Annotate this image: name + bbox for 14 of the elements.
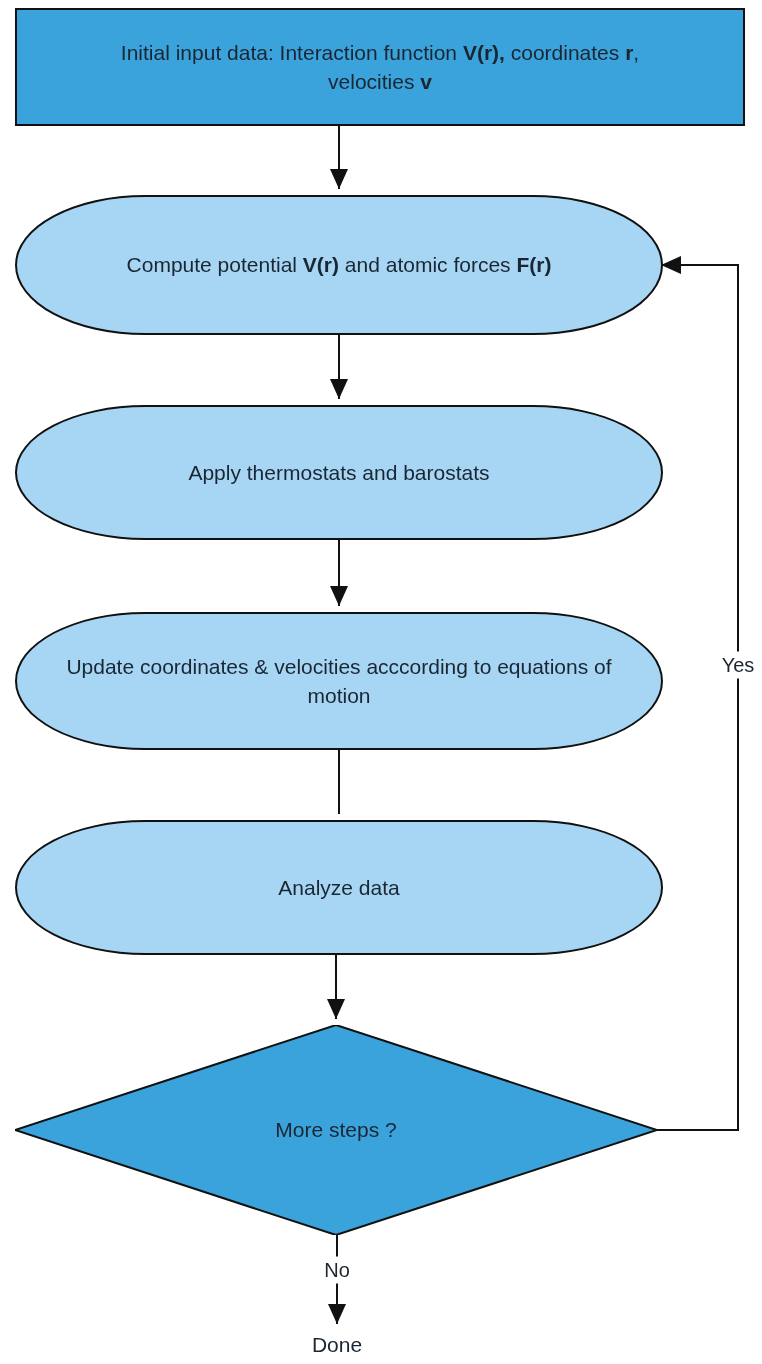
node-label: Compute potential V(r) and atomic forces F(r) xyxy=(125,252,553,279)
process-box xyxy=(15,8,745,126)
arrow xyxy=(327,954,345,1020)
node-label: Initial input data: Interaction function V(r), coordinates r, velocities v xyxy=(119,39,641,95)
node-label: Apply thermostats and barostats xyxy=(187,459,491,486)
decision-diamond xyxy=(15,1025,657,1235)
node-label: Analyze data xyxy=(277,874,401,901)
arrow xyxy=(330,334,348,400)
arrow xyxy=(330,539,348,607)
node-label: Update coordinates & velocities acccording to equations of motion xyxy=(65,653,613,709)
end-label: Done xyxy=(310,1332,364,1359)
arrow xyxy=(330,125,348,190)
arrow xyxy=(656,256,739,1131)
node-label: More steps ? xyxy=(274,1117,398,1144)
